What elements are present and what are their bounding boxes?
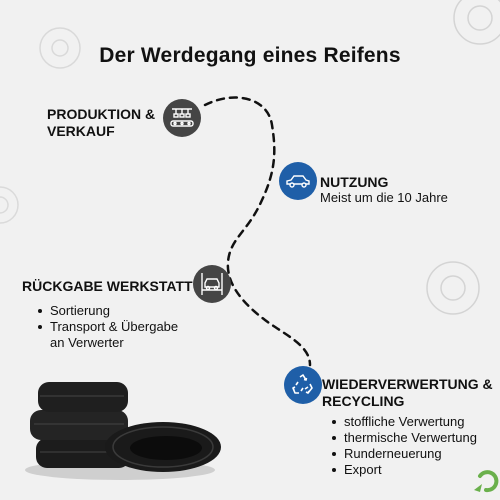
list-item: Transport & Übergabe xyxy=(36,319,178,335)
list-item-continuation: an Verwerter xyxy=(50,335,124,350)
list-item: Export xyxy=(330,462,477,478)
tire-watermark-left xyxy=(0,186,19,224)
dashed-route-path xyxy=(203,96,312,367)
brand-logo-icon xyxy=(474,470,499,493)
step-produktion-line2: VERKAUF xyxy=(47,123,115,139)
step-recycling-line2: RECYCLING xyxy=(322,393,405,409)
step-rueckgabe-bullets: Sortierung Transport & Übergabe xyxy=(36,303,178,335)
step-nutzung-label: NUTZUNG xyxy=(320,174,389,190)
tire-stack-image xyxy=(25,382,221,480)
tire-watermark-top-right xyxy=(453,0,500,45)
list-item: thermische Verwertung xyxy=(330,430,477,446)
step-nutzung-sub: Meist um die 10 Jahre xyxy=(320,190,448,205)
recycle-icon xyxy=(284,366,322,404)
step-recycling-bullets: stoffliche Verwertung thermische Verwert… xyxy=(330,414,477,478)
page-title: Der Werdegang eines Reifens xyxy=(99,44,401,67)
car-icon xyxy=(279,162,317,200)
step-rueckgabe-label: RÜCKGABE WERKSTATT xyxy=(22,278,193,294)
list-item: Sortierung xyxy=(36,303,178,319)
car-lift-icon xyxy=(193,265,231,303)
step-recycling-label: WIEDERVERWERTUNG & RECYCLING xyxy=(322,376,493,410)
factory-icon xyxy=(163,99,201,137)
step-produktion-line1: PRODUKTION & xyxy=(47,106,156,122)
step-recycling-line1: WIEDERVERWERTUNG & xyxy=(322,376,493,392)
list-item: Runderneuerung xyxy=(330,446,477,462)
tire-watermark-top-left xyxy=(39,27,81,69)
tire-watermark-right xyxy=(426,261,480,315)
list-item: stoffliche Verwertung xyxy=(330,414,477,430)
step-produktion-label: PRODUKTION & VERKAUF xyxy=(47,106,155,140)
